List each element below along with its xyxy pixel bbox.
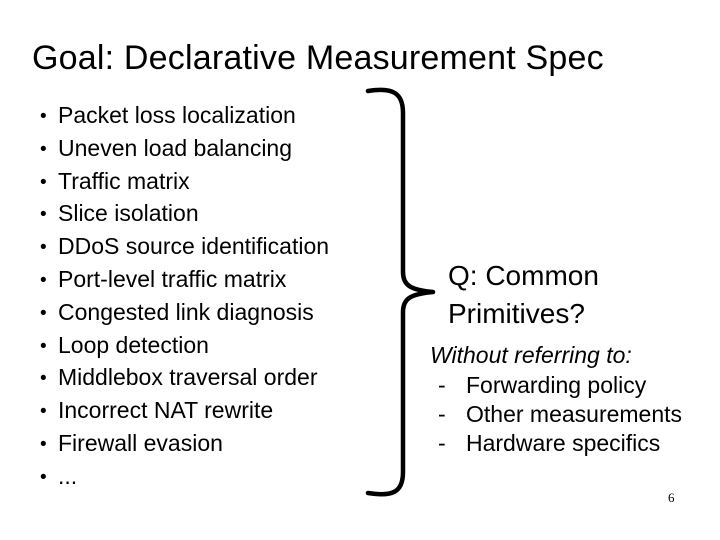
bullet-text: DDoS source identification [58,233,330,260]
list-item: • Port-level traffic matrix [40,264,329,297]
bullet-icon: • [40,138,47,160]
bullet-icon: • [40,466,47,488]
bullet-text: Packet loss localization [58,102,296,128]
list-item: • Traffic matrix [40,166,329,199]
question-text: Q: Common Primitives? [448,257,599,332]
dash-item-text: Other measurements [466,400,683,427]
bullet-text: ... [58,462,78,489]
bullet-icon: • [40,204,47,226]
list-item: -Hardware specifics [438,429,682,458]
bullet-text: Middlebox traversal order [58,364,318,391]
list-item: -Forwarding policy [438,371,682,400]
list-item: -Other measurements [438,400,682,429]
dash-icon: - [438,400,446,427]
bullet-icon: • [40,302,47,324]
bullet-text: Incorrect NAT rewrite [58,397,274,424]
bullet-icon: • [40,433,47,455]
bullet-icon: • [40,171,47,193]
question-line-1: Q: Common [448,260,599,291]
list-item: • Uneven load balancing [40,133,329,166]
list-item: • Middlebox traversal order [40,362,329,395]
bullet-text: Loop detection [58,331,209,358]
bullet-icon: • [40,368,47,390]
page-number: 6 [668,490,675,505]
list-item: •... [40,461,329,494]
list-item: • Congested link diagnosis [40,297,329,330]
bullet-icon: • [40,106,47,127]
bullet-text: Uneven load balancing [58,134,293,161]
question-line-2: Primitives? [448,297,585,329]
bullet-icon: • [40,335,47,357]
list-item: • Slice isolation [40,198,329,231]
page-title: Goal: Declarative Measurement Spec [32,39,604,77]
dash-item-text: Forwarding policy [466,372,647,398]
bullet-icon: • [40,237,47,259]
goal-bullet-list: • Packet loss localization • Uneven load ba… [40,100,329,494]
bullet-text: Traffic matrix [58,167,190,194]
list-item: • Firewall evasion [40,428,329,461]
bullet-text: Port-level traffic matrix [58,265,287,292]
note-heading: Without referring to: [430,342,632,368]
list-item: • DDoS source identification [40,231,329,264]
bullet-text: Congested link diagnosis [58,298,314,325]
bullet-icon: • [40,269,47,291]
list-item: • Packet loss localization [40,100,329,133]
dash-icon: - [438,372,446,398]
list-item: • Loop detection [40,330,329,363]
dash-icon: - [438,429,446,456]
dash-item-text: Hardware specifics [466,429,661,456]
bullet-text: Slice isolation [58,200,199,227]
list-item: • Incorrect NAT rewrite [40,395,329,428]
bullet-text: Firewall evasion [58,429,223,456]
note-dash-list: -Forwarding policy-Other measurements-Ha… [438,371,682,457]
bullet-icon: • [40,401,47,423]
curly-brace-icon [365,87,436,497]
